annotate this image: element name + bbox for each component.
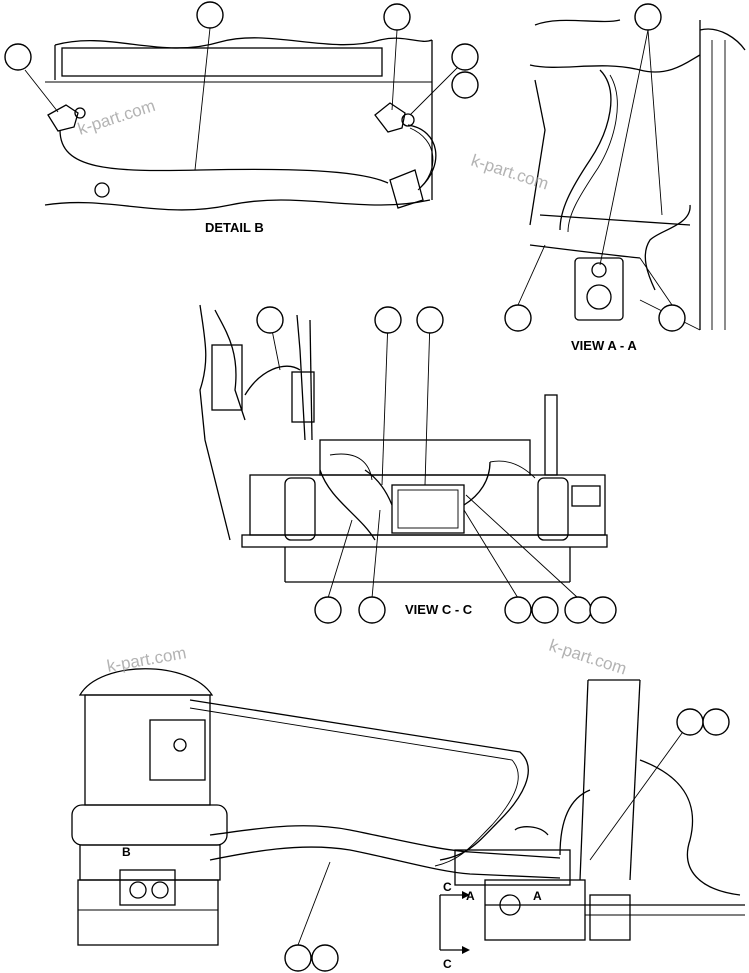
- detail-b-marker: B: [122, 845, 131, 859]
- watermark-3: k-part.com: [105, 643, 187, 676]
- view-cc-panel: [199, 304, 608, 583]
- view-aa-title: VIEW A - A: [571, 338, 637, 353]
- callout-16: [564, 596, 592, 624]
- callout-circles: [4, 1, 730, 972]
- section-a-marker-right: A: [533, 889, 542, 903]
- main-assembly: [71, 668, 745, 954]
- callout-20: [284, 944, 312, 972]
- section-c-marker-bottom: C: [443, 957, 452, 971]
- callout-6: [634, 3, 662, 31]
- watermark-4: k-part.com: [547, 636, 629, 679]
- section-a-marker-left: A: [466, 889, 475, 903]
- detail-b-panel: [44, 37, 437, 211]
- callout-14: [504, 596, 532, 624]
- callout-12: [314, 596, 342, 624]
- section-c-marker-top: C: [443, 880, 452, 894]
- callout-15: [531, 596, 559, 624]
- view-cc-title: VIEW C - C: [405, 602, 473, 617]
- callout-7: [504, 304, 532, 332]
- callout-2: [196, 1, 224, 29]
- callout-4: [451, 43, 479, 71]
- callout-18: [676, 708, 704, 736]
- callout-1: [4, 43, 32, 71]
- callout-11: [416, 306, 444, 334]
- detail-b-title: DETAIL B: [205, 220, 264, 235]
- callout-3: [383, 3, 411, 31]
- callout-leaders: [24, 27, 691, 946]
- callout-21: [311, 944, 339, 972]
- callout-19: [702, 708, 730, 736]
- watermark-2: k-part.com: [469, 151, 551, 194]
- callout-13: [358, 596, 386, 624]
- watermark-1: k-part.com: [75, 96, 157, 139]
- view-aa-panel: [529, 19, 746, 331]
- callout-8: [658, 304, 686, 332]
- callout-17: [589, 596, 617, 624]
- callout-10: [374, 306, 402, 334]
- callout-9: [256, 306, 284, 334]
- callout-5: [451, 71, 479, 99]
